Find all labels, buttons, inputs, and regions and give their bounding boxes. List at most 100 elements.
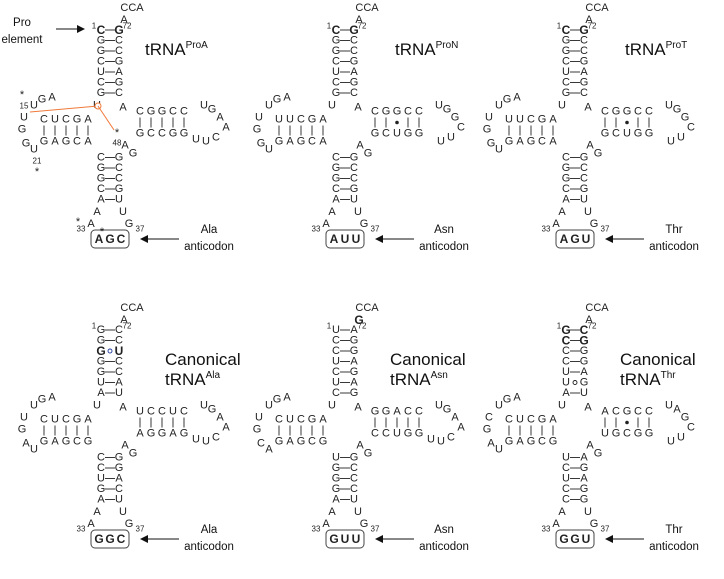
acceptor-5p-base: C: [332, 56, 340, 68]
t-loop-base: C: [687, 122, 695, 134]
cca-tail: CCA: [120, 2, 144, 14]
position-number-33: 33: [312, 525, 321, 534]
acceptor-3p-base: G: [579, 334, 588, 348]
anticodon-stem-3p-base: C: [350, 462, 358, 474]
panel-title: tRNAProA: [145, 40, 208, 59]
anticodon-loop-base: A: [552, 518, 560, 530]
anticodon-stem-5p-base: C: [562, 494, 570, 506]
t-loop-base: C: [447, 432, 455, 444]
d-stem-top-base: C: [62, 414, 70, 426]
anticodon-loop-base: G: [125, 518, 134, 530]
position-number-1: 1: [557, 22, 562, 31]
variable-loop-base: G: [364, 148, 373, 160]
acceptor-5p-base: G: [96, 344, 105, 358]
anticodon-loop-base: G: [360, 518, 369, 530]
acceptor-5p-base: U: [332, 356, 340, 368]
discriminator-base: A: [585, 314, 593, 326]
position-number-72: 72: [123, 322, 132, 331]
marker-asterisk: *: [35, 166, 40, 178]
acceptor-5p-base: C: [332, 366, 340, 378]
t-stem-bottom-base: G: [371, 128, 380, 140]
d-stem-top-base: A: [84, 114, 92, 126]
acceptor-3p-base: A: [350, 66, 358, 78]
acceptor-5p-base: G: [332, 35, 341, 47]
t-stem-top-base: A: [601, 406, 609, 418]
d-loop-base: C: [257, 438, 265, 450]
t-loop-base: G: [681, 112, 690, 124]
anticodon-box: [90, 529, 130, 549]
anticodon-loop-base: G: [590, 218, 599, 230]
t-loop-base: A: [451, 412, 459, 424]
cca-tail: CCA: [585, 302, 609, 314]
acceptor-5p-base: C: [332, 345, 340, 357]
t-stem-bottom-base: G: [158, 428, 167, 440]
anticodon-stem-3p-base: C: [580, 162, 588, 174]
anticodon-loop-base: A: [558, 506, 566, 518]
acceptor-3p-base: C: [580, 323, 589, 337]
anticodon-word-label: anticodon: [419, 541, 469, 553]
anticodon-stem-5p-base: G: [97, 162, 106, 174]
t-stem-bottom-base: G: [147, 428, 156, 440]
variable-loop-base: G: [129, 148, 138, 160]
t-stem-top-base: U: [169, 406, 177, 418]
d-stem-bottom-base: G: [40, 436, 49, 448]
anticodon-word-label: anticodon: [649, 241, 699, 253]
t-stem-top-base: C: [169, 106, 177, 118]
position-number-72: 72: [358, 322, 367, 331]
acceptor-5p-base: C: [562, 23, 571, 37]
anticodon-base: G: [105, 232, 114, 246]
d-stem-top-base: C: [40, 414, 48, 426]
t-loop-base: U: [437, 436, 445, 448]
position-number-72: 72: [588, 22, 597, 31]
acceptor-3p-base: A: [580, 366, 588, 378]
anticodon-stem-3p-base: U: [350, 494, 358, 506]
t-loop-base: U: [435, 400, 443, 412]
position-number-1: 1: [327, 322, 332, 331]
acceptor-3p-base: A: [115, 66, 123, 78]
d-stem-top-base: A: [319, 414, 327, 426]
anticodon-box: [90, 229, 130, 249]
t-loop-base: C: [687, 422, 695, 434]
acceptor-3p-base: G: [580, 56, 589, 68]
t-stem-top-base: C: [371, 106, 379, 118]
d-stem-bottom-base: G: [319, 436, 328, 448]
t-loop-base: C: [212, 432, 220, 444]
anticodon-stem-3p-base: C: [350, 173, 358, 185]
d-loop-base: U: [255, 412, 263, 424]
anticodon-loop-base: A: [87, 518, 95, 530]
anticodon-base: G: [105, 532, 114, 546]
acceptor-5p-base: C: [97, 23, 106, 37]
junction-base: A: [584, 102, 592, 114]
anticodon-word-label: anticodon: [649, 541, 699, 553]
anticodon-stem-3p-base: C: [350, 162, 358, 174]
anticodon-base: U: [352, 532, 361, 546]
anticodon-stem-5p-base: A: [562, 194, 570, 206]
acceptor-3p-base: G: [580, 356, 589, 368]
position-number-21: 21: [33, 157, 42, 166]
panel-title-line1: Canonical: [390, 350, 466, 369]
acceptor-5p-base: G: [97, 35, 106, 47]
position-number-33: 33: [77, 225, 86, 234]
d-loop-base: A: [22, 438, 30, 450]
acceptor-3p-base: G: [350, 345, 359, 357]
acceptor-3p-base: G: [580, 77, 589, 89]
t-loop-base: U: [427, 434, 435, 446]
t-loop-base: G: [443, 104, 452, 116]
t-stem-bottom-base: C: [371, 428, 379, 440]
anticodon-stem-5p-base: G: [562, 173, 571, 185]
anticodon-stem-5p-base: C: [562, 183, 570, 195]
acceptor-5p-base: G: [97, 45, 106, 57]
anticodon-base: G: [570, 232, 579, 246]
anticodon-loop-base: G: [360, 218, 369, 230]
t-stem-bottom-base: G: [645, 428, 654, 440]
t-stem-top-base: C: [180, 406, 188, 418]
variable-loop-base: G: [129, 448, 138, 460]
t-stem-top-base: G: [393, 106, 402, 118]
d-stem-top-base: G: [73, 114, 82, 126]
d-stem-top-base: C: [297, 414, 305, 426]
d-loop-base: G: [483, 424, 492, 436]
anticodon-base: G: [94, 532, 103, 546]
d-stem-bottom-base: C: [308, 136, 316, 148]
anticodon-loop-base: U: [584, 506, 592, 518]
